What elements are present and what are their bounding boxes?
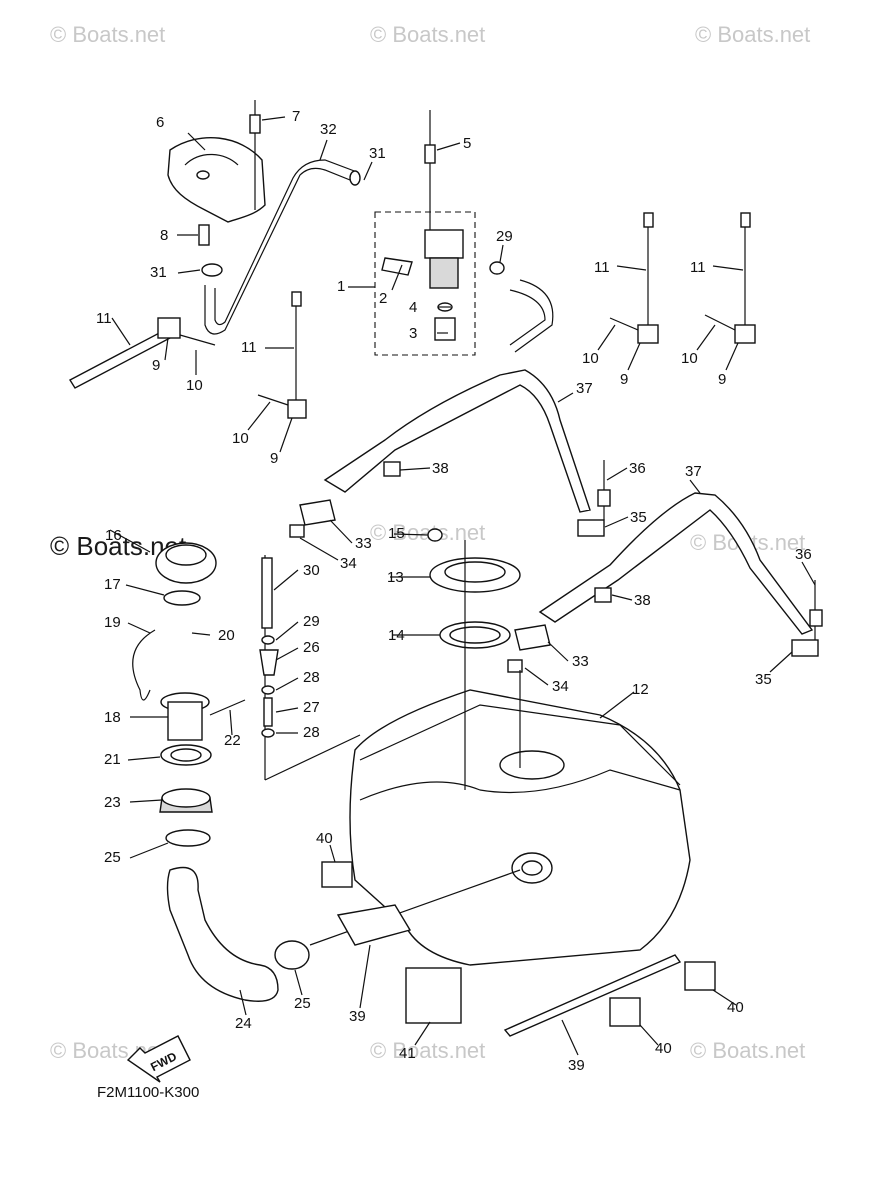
callout-14: 14 bbox=[388, 627, 405, 644]
callout-11: 11 bbox=[241, 339, 257, 356]
callout-33: 33 bbox=[572, 653, 589, 670]
watermark: © Boats.net bbox=[370, 520, 485, 545]
clamp-part bbox=[201, 263, 223, 277]
callout-38: 38 bbox=[432, 460, 449, 477]
callout-20: 20 bbox=[218, 627, 235, 644]
watermark: © Boats.net bbox=[695, 22, 810, 47]
diagram-code: F2M1100-K300 bbox=[97, 1084, 199, 1101]
callout-12: 12 bbox=[632, 681, 649, 698]
cover-part bbox=[167, 137, 266, 223]
callout-29: 29 bbox=[303, 613, 320, 630]
callout-18: 18 bbox=[104, 709, 121, 726]
callout-5: 5 bbox=[463, 135, 471, 152]
callout-10: 10 bbox=[232, 430, 249, 447]
callout-31: 31 bbox=[150, 264, 167, 281]
callout-21: 21 bbox=[104, 751, 121, 768]
callout-40: 40 bbox=[655, 1040, 672, 1057]
callout-15: 15 bbox=[388, 525, 405, 542]
callout-2: 2 bbox=[379, 290, 387, 307]
watermark: © Boats.net bbox=[370, 22, 485, 47]
watermark: © Boats.net bbox=[370, 1038, 485, 1063]
callout-34: 34 bbox=[340, 555, 357, 572]
callout-9: 9 bbox=[620, 371, 628, 388]
callout-13: 13 bbox=[387, 569, 404, 586]
callout-27: 27 bbox=[303, 699, 320, 716]
callout-10: 10 bbox=[582, 350, 599, 367]
callout-17: 17 bbox=[104, 576, 121, 593]
callout-39: 39 bbox=[349, 1008, 366, 1025]
callout-38: 38 bbox=[634, 592, 651, 609]
callout-31: 31 bbox=[369, 145, 386, 162]
callout-9: 9 bbox=[152, 357, 160, 374]
callout-11: 11 bbox=[594, 259, 610, 276]
callout-23: 23 bbox=[104, 794, 121, 811]
bolt-part bbox=[249, 114, 261, 134]
callout-41: 41 bbox=[399, 1045, 416, 1062]
callout-30: 30 bbox=[303, 562, 320, 579]
callout-4: 4 bbox=[409, 299, 417, 316]
callout-24: 24 bbox=[235, 1015, 252, 1032]
callout-9: 9 bbox=[270, 450, 278, 467]
callout-7: 7 bbox=[292, 108, 300, 125]
callout-36: 36 bbox=[629, 460, 646, 477]
callout-35: 35 bbox=[755, 671, 772, 688]
callout-1: 1 bbox=[337, 278, 345, 295]
callout-28: 28 bbox=[303, 669, 320, 686]
callout-40: 40 bbox=[727, 999, 744, 1016]
callout-8: 8 bbox=[160, 227, 168, 244]
callout-19: 19 bbox=[104, 614, 121, 631]
callout-layer: 1 2 3 4 5 6 7 8 31 11 9 10 11 10 9 32 31… bbox=[96, 108, 812, 1074]
callout-6: 6 bbox=[156, 114, 164, 131]
callout-3: 3 bbox=[409, 325, 417, 342]
callout-10: 10 bbox=[186, 377, 203, 394]
watermark: © Boats.net bbox=[50, 22, 165, 47]
callout-28: 28 bbox=[303, 724, 320, 741]
callout-11: 11 bbox=[690, 259, 706, 276]
callout-10: 10 bbox=[681, 350, 698, 367]
callout-16: 16 bbox=[105, 527, 122, 544]
callout-25: 25 bbox=[104, 849, 121, 866]
callout-37: 37 bbox=[685, 463, 702, 480]
fuel-tank-part bbox=[349, 689, 691, 966]
callout-25: 25 bbox=[294, 995, 311, 1012]
callout-36: 36 bbox=[795, 546, 812, 563]
callout-9: 9 bbox=[718, 371, 726, 388]
forward-arrow-icon bbox=[126, 1035, 191, 1083]
strap-part bbox=[323, 369, 591, 513]
callout-11: 11 bbox=[96, 310, 112, 327]
callout-22: 22 bbox=[224, 732, 241, 749]
callout-39: 39 bbox=[568, 1057, 585, 1074]
fuel-filter-part bbox=[424, 229, 464, 259]
callout-37: 37 bbox=[576, 380, 593, 397]
callout-29: 29 bbox=[496, 228, 513, 245]
watermark: © Boats.net bbox=[690, 1038, 805, 1063]
callout-34: 34 bbox=[552, 678, 569, 695]
grommet-part bbox=[198, 224, 210, 246]
callout-40: 40 bbox=[316, 830, 333, 847]
callout-35: 35 bbox=[630, 509, 647, 526]
strap-part bbox=[538, 492, 814, 635]
callout-26: 26 bbox=[303, 639, 320, 656]
callout-32: 32 bbox=[320, 121, 337, 138]
callout-33: 33 bbox=[355, 535, 372, 552]
